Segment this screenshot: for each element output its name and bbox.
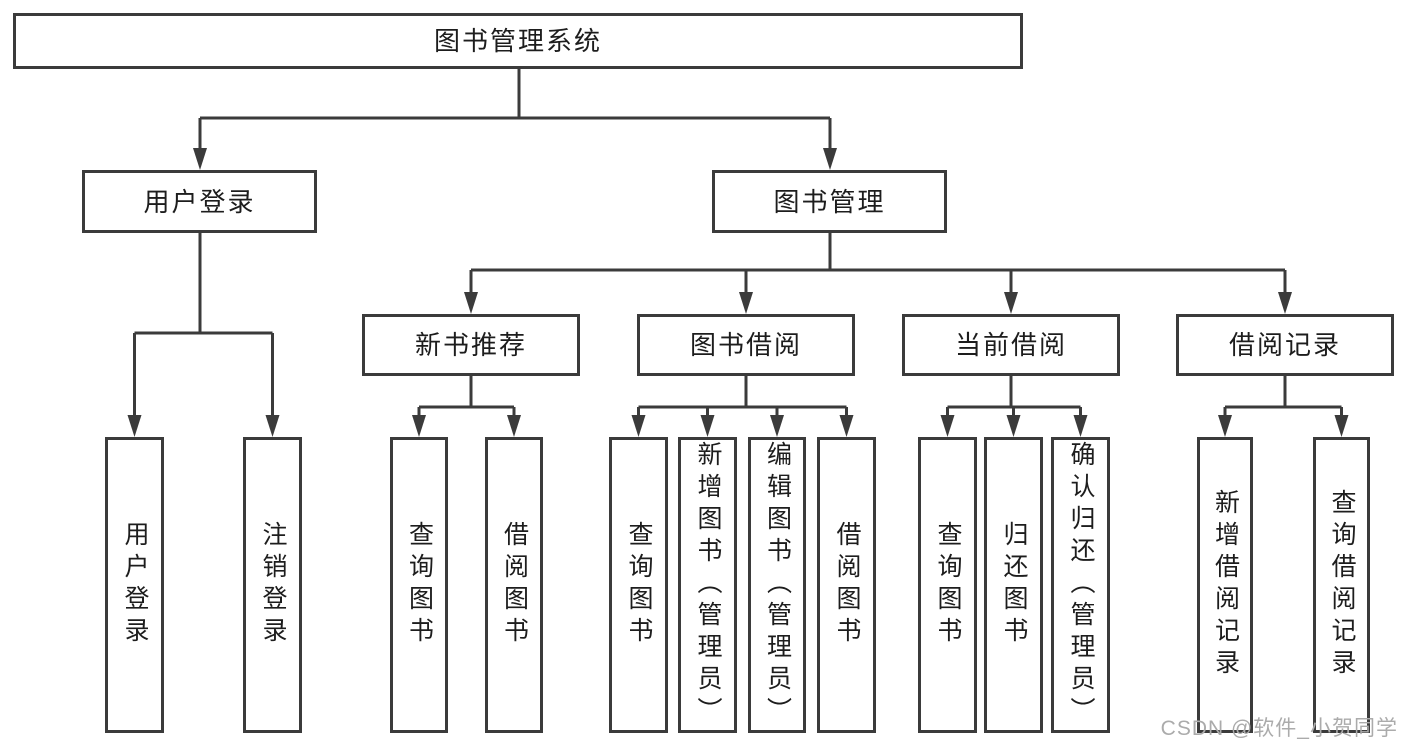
- node-leaf-logout-label: 注销登录: [259, 521, 287, 649]
- node-book-management: 图书管理: [712, 170, 947, 233]
- node-leaf-add-borrow-record-label: 新增借阅记录: [1211, 489, 1240, 681]
- node-leaf-query-books-2-label: 查询图书: [625, 521, 653, 649]
- node-library-system-label: 图书管理系统: [433, 26, 602, 56]
- node-leaf-query-books-2: 查询图书: [609, 437, 668, 733]
- node-book-borrowing: 图书借阅: [637, 314, 855, 376]
- node-leaf-add-borrow-record: 新增借阅记录: [1197, 437, 1253, 733]
- node-leaf-edit-books-admin: 编辑图书（管理员）: [748, 437, 806, 733]
- node-leaf-borrow-books-1-label: 借阅图书: [500, 521, 529, 649]
- node-leaf-confirm-return-admin-label: 确认归还（管理员）: [1067, 441, 1095, 729]
- node-current-borrowing-label: 当前借阅: [954, 330, 1067, 360]
- node-library-system: 图书管理系统: [13, 13, 1023, 69]
- node-leaf-add-books-admin-label: 新增图书（管理员）: [694, 441, 722, 729]
- node-leaf-return-books-label: 归还图书: [1000, 521, 1028, 649]
- node-leaf-edit-books-admin-label: 编辑图书（管理员）: [763, 441, 792, 729]
- node-leaf-confirm-return-admin: 确认归还（管理员）: [1051, 437, 1110, 733]
- node-leaf-user-login: 用户登录: [105, 437, 164, 733]
- node-user-login-group-label: 用户登录: [143, 186, 256, 217]
- node-leaf-borrow-books-2: 借阅图书: [817, 437, 876, 733]
- node-book-borrowing-label: 图书借阅: [689, 330, 802, 360]
- node-leaf-borrow-books-2-label: 借阅图书: [833, 521, 861, 649]
- node-leaf-query-books-1: 查询图书: [390, 437, 448, 733]
- node-leaf-query-books-3-label: 查询图书: [934, 521, 962, 649]
- node-leaf-borrow-books-1: 借阅图书: [485, 437, 543, 733]
- node-new-book-recommend-label: 新书推荐: [414, 330, 527, 360]
- node-leaf-return-books: 归还图书: [984, 437, 1043, 733]
- node-leaf-query-books-1-label: 查询图书: [405, 521, 434, 649]
- node-leaf-query-books-3: 查询图书: [918, 437, 977, 733]
- node-borrowing-records-label: 借阅记录: [1228, 330, 1341, 360]
- node-leaf-query-borrow-record-label: 查询借阅记录: [1328, 489, 1356, 681]
- node-book-management-label: 图书管理: [773, 186, 886, 217]
- node-borrowing-records: 借阅记录: [1176, 314, 1394, 376]
- csdn-watermark: CSDN @软件_小贺同学: [1160, 717, 1398, 740]
- node-leaf-query-borrow-record: 查询借阅记录: [1313, 437, 1370, 733]
- node-leaf-user-login-label: 用户登录: [121, 521, 149, 649]
- node-leaf-add-books-admin: 新增图书（管理员）: [678, 437, 737, 733]
- node-leaf-logout: 注销登录: [243, 437, 302, 733]
- node-current-borrowing: 当前借阅: [902, 314, 1120, 376]
- node-user-login-group: 用户登录: [82, 170, 317, 233]
- node-new-book-recommend: 新书推荐: [362, 314, 580, 376]
